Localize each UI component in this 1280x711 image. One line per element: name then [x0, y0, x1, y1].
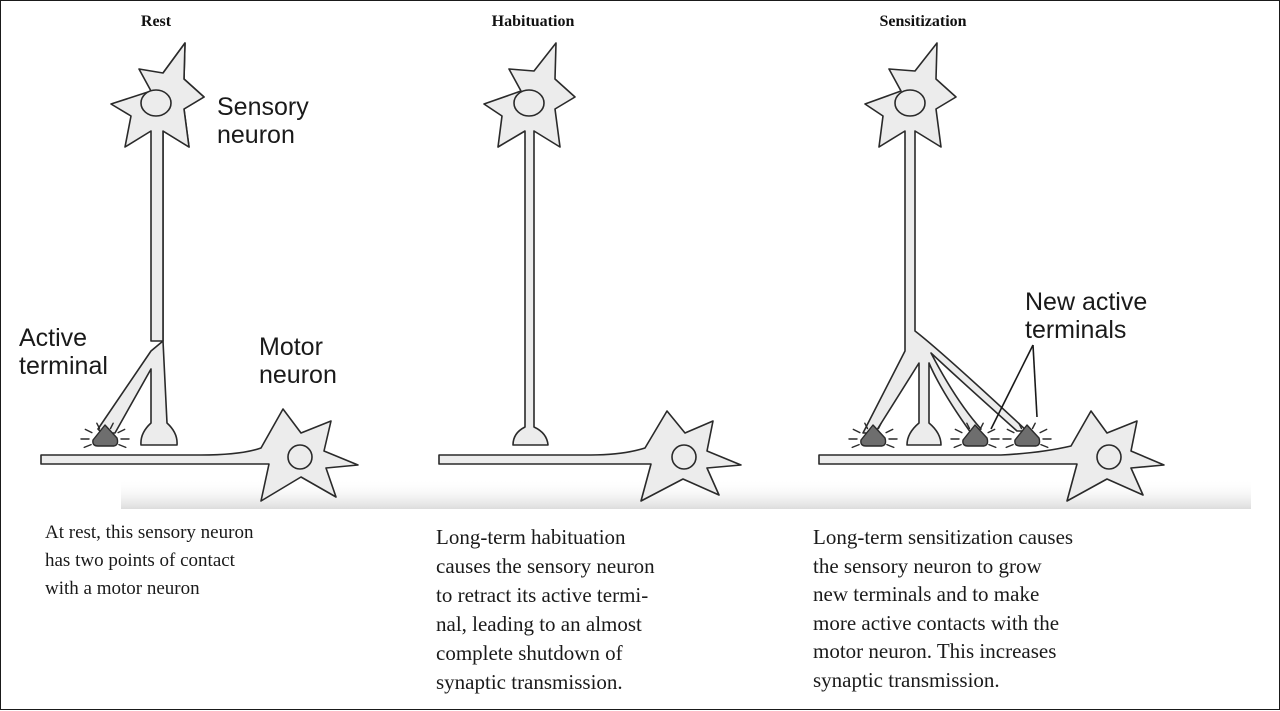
activity-ray	[1018, 422, 1023, 430]
caption-sensitization-line: Long-term sensitization causes	[813, 525, 1074, 549]
activity-ray	[852, 428, 861, 434]
activity-ray	[83, 443, 92, 449]
panel-title-rest: Rest	[140, 13, 172, 30]
habituation-sensory-neuron	[483, 42, 576, 446]
label-sensory-neuron-line-1: Sensory	[217, 93, 309, 121]
caption-rest: At rest, this sensory neuron has two poi…	[45, 519, 253, 603]
activity-ray	[1005, 443, 1014, 449]
activity-ray	[877, 422, 882, 430]
label-active-terminal: Active terminal	[19, 324, 108, 380]
activity-ray	[84, 428, 93, 434]
activity-ray	[1006, 428, 1015, 434]
caption-habituation-line: to retract its active termi-	[436, 583, 649, 607]
label-active-terminal-line-1: Active	[19, 324, 88, 352]
sensitization-terminal-2	[962, 424, 989, 447]
activity-ray	[886, 443, 895, 449]
rest-motor-nucleus	[287, 444, 313, 470]
caption-rest-line: has two points of contact	[45, 550, 235, 571]
sensitization-motor-neuron	[818, 410, 1165, 502]
habituation-sensory-nucleus	[513, 89, 545, 117]
activity-ray	[1031, 422, 1036, 430]
caption-habituation-line: synaptic transmission.	[436, 670, 623, 694]
label-motor-neuron: Motor neuron	[259, 333, 337, 389]
label-motor-neuron-line-2: neuron	[259, 361, 337, 389]
rest-active-terminal	[92, 424, 119, 447]
rest-sensory-nucleus	[140, 89, 172, 117]
caption-habituation: Long-term habituation causes the sensory…	[436, 523, 655, 697]
sensitization-sensory-neuron	[862, 42, 1028, 446]
sensitization-sensory-nucleus	[894, 89, 926, 117]
caption-sensitization-line: more active contacts with the	[813, 610, 1060, 635]
caption-rest-line: with a motor neuron	[45, 578, 200, 599]
caption-sensitization-line: new terminals and to make	[813, 582, 1040, 606]
caption-habituation-line: causes the sensory neuron	[436, 554, 655, 578]
label-new-active-terminals-line-1: New active	[1025, 288, 1148, 316]
label-active-terminal-line-2: terminal	[19, 352, 108, 380]
caption-habituation-line: Long-term habituation	[436, 525, 626, 549]
sensitization-terminal-1	[860, 424, 887, 447]
activity-ray	[109, 422, 114, 430]
activity-ray	[987, 428, 996, 434]
activity-ray	[96, 422, 101, 430]
activity-ray	[864, 422, 869, 430]
caption-sensitization-line: motor neuron. This increases	[813, 639, 1057, 663]
label-new-active-terminals-line-2: terminals	[1025, 316, 1127, 344]
rest-panel-art	[40, 42, 359, 502]
sensitization-terminal-3	[1014, 424, 1041, 447]
activity-ray	[979, 422, 984, 430]
caption-habituation-line: complete shutdown of	[436, 641, 623, 665]
activity-ray	[851, 443, 860, 449]
caption-sensitization: Long-term sensitization causes the senso…	[813, 523, 1073, 694]
activity-ray	[1040, 443, 1049, 449]
pointer-line-2	[1032, 344, 1038, 418]
rest-motor-neuron	[40, 408, 359, 502]
activity-rays	[80, 422, 1052, 449]
label-new-active-terminals: New active terminals	[1025, 288, 1147, 344]
pointer-line-1	[990, 344, 1034, 430]
habituation-panel-art	[438, 42, 742, 502]
panel-title-habituation: Habituation	[491, 13, 575, 30]
activity-ray	[117, 428, 126, 434]
panel-title-sensitization: Sensitization	[879, 13, 967, 30]
caption-sensitization-line: the sensory neuron to grow	[813, 553, 1042, 578]
activity-ray	[954, 428, 963, 434]
activity-ray	[885, 428, 894, 434]
activity-ray	[988, 443, 997, 449]
sensitization-motor-nucleus	[1096, 444, 1122, 470]
activity-ray	[966, 422, 971, 430]
label-motor-neuron-line-1: Motor	[259, 333, 323, 361]
rest-sensory-soma	[110, 42, 205, 342]
sensitization-panel-art	[818, 42, 1165, 502]
activity-ray	[953, 443, 962, 449]
caption-rest-line: At rest, this sensory neuron	[45, 522, 254, 543]
label-sensory-neuron-line-2: neuron	[217, 121, 295, 149]
activity-ray	[118, 443, 127, 449]
caption-sensitization-line: synaptic transmission.	[813, 667, 1000, 692]
label-sensory-neuron: Sensory neuron	[217, 93, 309, 149]
habituation-motor-nucleus	[671, 444, 697, 470]
floor-shadow	[121, 479, 1251, 509]
caption-habituation-line: nal, leading to an almost	[436, 612, 642, 636]
activity-ray	[1039, 428, 1048, 434]
habituation-motor-neuron	[438, 410, 742, 502]
